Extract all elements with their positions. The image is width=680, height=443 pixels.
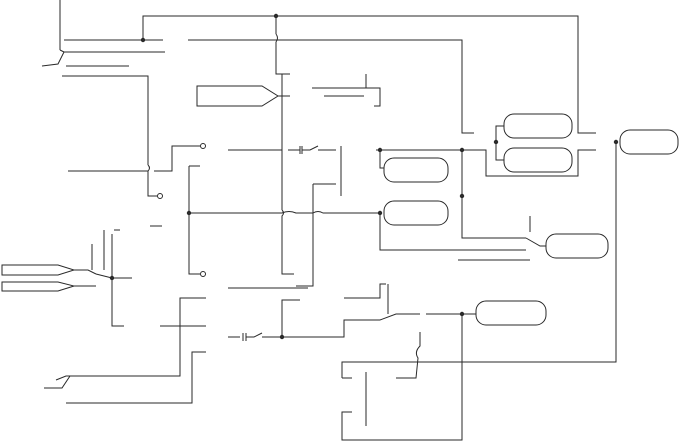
output-oval-5 — [383, 200, 449, 226]
right-side-wires — [461, 125, 596, 315]
output-oval-3 — [619, 129, 679, 155]
junction-dots — [109, 13, 619, 340]
output-oval-1 — [503, 113, 573, 139]
output-oval-2 — [503, 147, 573, 173]
input-flag-1 — [196, 85, 290, 107]
rung-213 — [188, 165, 530, 277]
input-flag-2 — [1, 264, 76, 276]
output-oval-4 — [383, 157, 449, 183]
lower-rung — [228, 142, 617, 441]
vertical-bus-282 — [281, 74, 336, 287]
lower-left-contact — [44, 297, 206, 404]
top-bus-wires — [41, 0, 596, 197]
middle-rung — [68, 143, 463, 199]
output-oval-6 — [545, 233, 609, 259]
input-flag-3 — [1, 281, 76, 292]
left-selector — [74, 225, 162, 327]
output-oval-7 — [475, 300, 547, 326]
upper-contact-group — [312, 74, 381, 107]
